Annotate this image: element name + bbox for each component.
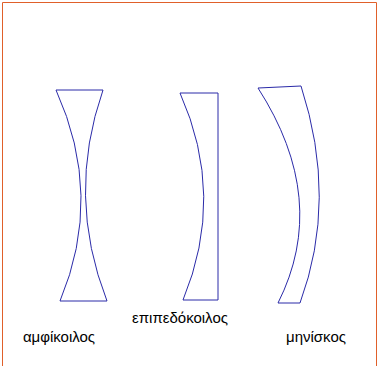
lens-label: επιπεδόκοιλος	[132, 309, 228, 327]
meniscus-lens	[258, 86, 319, 303]
plano-concave-lens	[180, 93, 218, 300]
biconcave-lens	[56, 90, 107, 301]
lens-label: μηνίσκος	[286, 328, 346, 346]
lens-label: αμφίκοιλος	[23, 328, 95, 346]
frame-border	[3, 3, 377, 367]
